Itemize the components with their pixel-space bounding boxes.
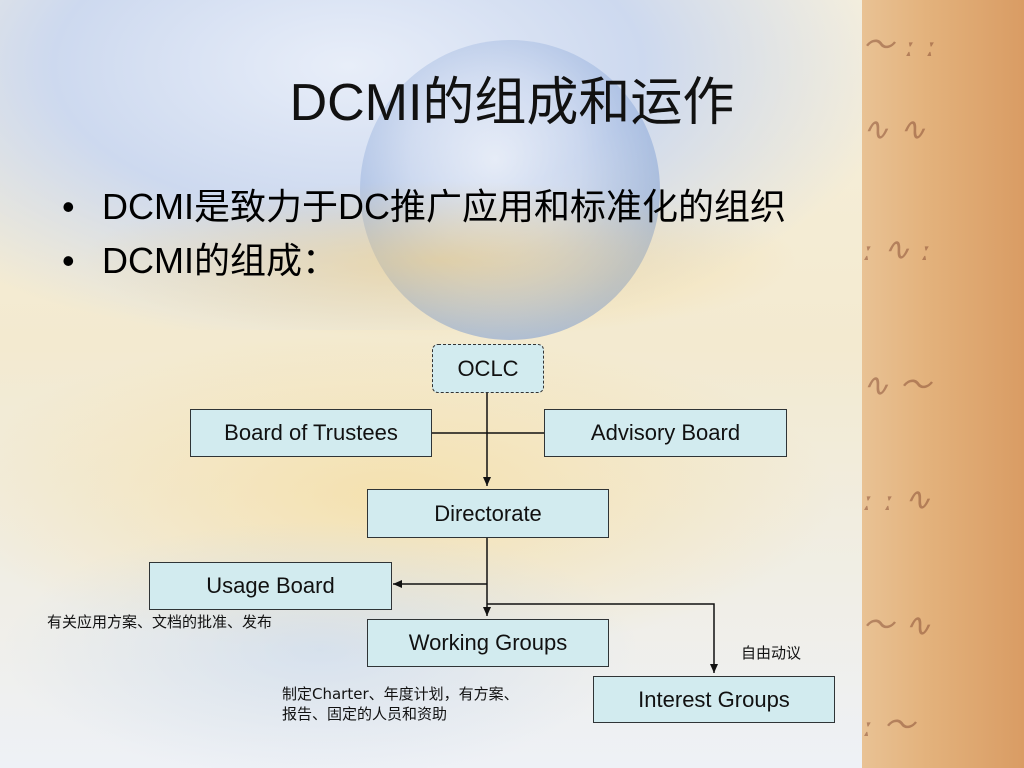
bullet-item: • DCMI是致力于DC推广应用和标准化的组织 [62, 184, 932, 230]
background-handwritten-paper: 〜 ː ː ∿ ∿ ː ∿ ː ∿ 〜 ː ː ∿ 〜 ∿ ː 〜 [862, 0, 1024, 768]
node-board-of-trustees: Board of Trustees [190, 409, 432, 457]
node-usage-board: Usage Board [149, 562, 392, 610]
interest-groups-note: 自由动议 [741, 644, 802, 662]
bullet-text: DCMI的组成： [102, 240, 338, 281]
bullet-marker: • [62, 186, 75, 227]
node-advisory-board: Advisory Board [544, 409, 787, 457]
connector-to-interest-groups [487, 603, 718, 673]
background-swirl [80, 180, 800, 340]
working-groups-note: 制定Charter、年度计划，有方案、报告、固定的人员和资助 [282, 685, 519, 723]
bullet-text: DCMI是致力于DC推广应用和标准化的组织 [102, 186, 786, 227]
usage-board-note: 有关应用方案、文档的批准、发布 [47, 613, 273, 631]
node-interest-groups: Interest Groups [593, 676, 835, 723]
bullet-list: • DCMI是致力于DC推广应用和标准化的组织 • DCMI的组成： [62, 184, 922, 284]
node-directorate: Directorate [367, 489, 609, 538]
bullet-item: • DCMI的组成： [62, 238, 922, 284]
slide-title: DCMI的组成和运作 [289, 74, 735, 132]
node-working-groups: Working Groups [367, 619, 609, 667]
bullet-marker: • [62, 240, 75, 281]
node-oclc: OCLC [432, 344, 544, 393]
